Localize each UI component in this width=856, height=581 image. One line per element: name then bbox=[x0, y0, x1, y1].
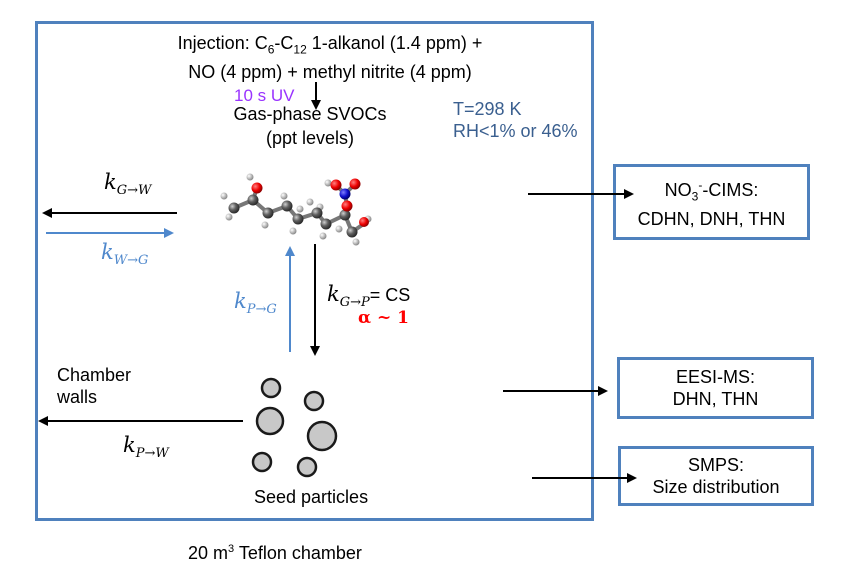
seed-particles bbox=[251, 377, 338, 478]
instrument-species: CDHN, DNH, THN bbox=[637, 208, 786, 229]
injection-line-1: Injection: C6-C12 1-alkanol (1.4 ppm) + bbox=[177, 33, 483, 57]
particle bbox=[296, 456, 318, 478]
particle bbox=[306, 420, 338, 452]
instrument-name: EESI-MS: bbox=[675, 367, 755, 387]
particle bbox=[251, 451, 273, 473]
injection-line-2: NO (4 ppm) + methyl nitrite (4 ppm) bbox=[188, 61, 472, 82]
conditions: T=298 K RH<1% or 46% bbox=[453, 98, 578, 142]
accommodation-coefficient: α ~ 1 bbox=[358, 308, 409, 328]
rate-k-gas-to-wall: kG→W bbox=[104, 170, 152, 198]
injection-text: Injection: C6-C12 1-alkanol (1.4 ppm) + … bbox=[140, 32, 520, 83]
chamber-caption: 20 m3 Teflon chamber bbox=[188, 543, 362, 563]
instrument-box-eesi-ms: EESI-MS: DHN, THN bbox=[617, 357, 814, 419]
particle bbox=[260, 377, 282, 399]
instrument-box-smps: SMPS: Size distribution bbox=[618, 446, 814, 506]
instrument-species: Size distribution bbox=[652, 477, 780, 497]
uv-label: 10 s UV bbox=[234, 86, 295, 105]
humidity-label: RH<1% or 46% bbox=[453, 121, 578, 141]
particle bbox=[303, 390, 325, 412]
chamber-walls-label: Chamber walls bbox=[57, 365, 132, 407]
gas-phase-label: Gas-phase SVOCs (ppt levels) bbox=[233, 104, 387, 148]
instrument-species: DHN, THN bbox=[672, 389, 759, 409]
rate-k-wall-to-gas: kW→G bbox=[101, 240, 149, 268]
particle bbox=[255, 406, 285, 436]
rate-k-particle-to-gas: kP→G bbox=[234, 289, 277, 317]
rate-k-gas-to-particle: kG→P= CS bbox=[327, 282, 411, 310]
instrument-name: SMPS: bbox=[687, 455, 744, 475]
instrument-box-no3-cims: NO3--CIMS: CDHN, DNH, THN bbox=[613, 164, 810, 240]
rate-k-particle-to-wall: kP→W bbox=[123, 433, 169, 461]
instrument-name: NO3--CIMS: bbox=[664, 178, 759, 204]
temperature-label: T=298 K bbox=[453, 99, 522, 119]
molecule-model bbox=[220, 173, 372, 246]
seed-particles-label: Seed particles bbox=[254, 487, 369, 507]
teflon-chamber-frame bbox=[35, 21, 594, 521]
